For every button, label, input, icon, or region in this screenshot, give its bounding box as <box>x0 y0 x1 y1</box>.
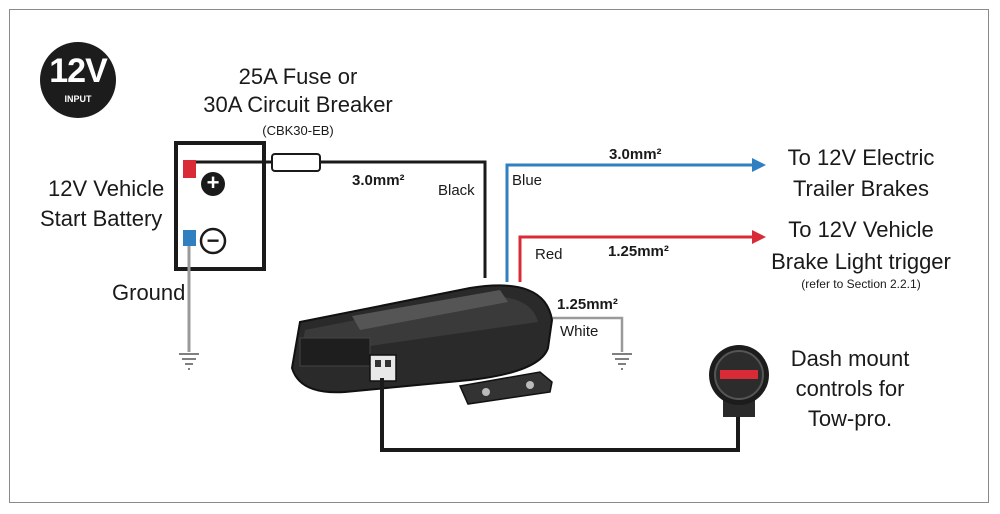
blue-wire <box>505 163 752 282</box>
dash-label-line1: Dash mount <box>790 346 910 371</box>
negative-terminal <box>183 230 196 246</box>
positive-circle <box>201 172 225 196</box>
fuse-label-line1: 25A Fuse or <box>238 64 358 89</box>
controller-module <box>290 284 554 405</box>
dash-controller-knob <box>709 345 769 417</box>
dash-label-line2: controls for <box>795 376 905 401</box>
white-wire <box>540 316 624 352</box>
negative-circle <box>199 227 227 255</box>
dash-label-line3: Tow-pro. <box>807 406 893 431</box>
black-wire-label: Black <box>438 182 475 199</box>
blue-arrow-head <box>752 158 766 172</box>
badge-voltage: 12V <box>49 52 108 90</box>
red-wire-gauge: 1.25mm² <box>608 243 669 260</box>
battery-label-line2: Start Battery <box>40 206 163 231</box>
positive-symbol: + <box>206 170 220 195</box>
ground-symbol <box>179 353 199 370</box>
red-wire-label: Red <box>535 246 563 263</box>
fuse-body <box>271 153 321 172</box>
brake-light-label-line2: Brake Light trigger <box>771 249 951 274</box>
badge-caption: INPUT <box>64 94 92 104</box>
brake-light-note: (refer to Section 2.2.1) <box>801 277 921 291</box>
brakes-label-line1: To 12V Electric <box>787 145 935 170</box>
brakes-label-line2: Trailer Brakes <box>792 176 930 201</box>
voltage-badge: 12V INPUT <box>40 42 116 118</box>
negative-symbol: − <box>206 228 220 253</box>
black-wire-to-module <box>320 160 487 278</box>
red-wire <box>518 235 752 282</box>
dash-cable <box>380 378 740 452</box>
white-ground-symbol <box>612 353 632 370</box>
ground-label: Ground <box>112 280 186 305</box>
brake-light-label-line1: To 12V Vehicle <box>788 217 934 242</box>
black-wire-gauge: 3.0mm² <box>352 172 405 189</box>
fuse-part-number: (CBK30-EB) <box>262 123 334 138</box>
battery-label-line1: 12V Vehicle <box>48 176 165 201</box>
diagram-frame <box>9 9 989 503</box>
blue-wire-label: Blue <box>512 172 543 189</box>
blue-wire-gauge: 3.0mm² <box>609 146 662 163</box>
red-arrow-head <box>752 230 766 244</box>
white-wire-gauge: 1.25mm² <box>557 296 618 313</box>
white-wire-label: White <box>560 323 599 340</box>
fuse-label-line2: 30A Circuit Breaker <box>203 92 393 117</box>
positive-terminal <box>183 160 196 178</box>
